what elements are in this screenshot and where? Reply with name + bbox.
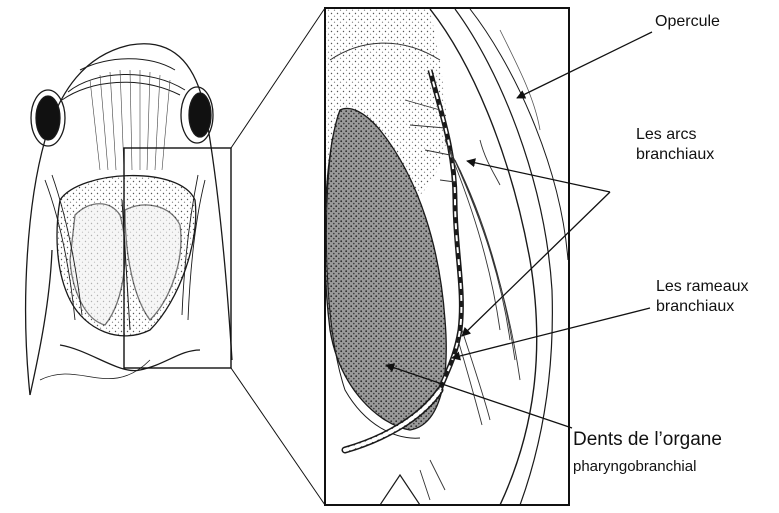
enlarged-detail bbox=[325, 8, 569, 505]
label-gill-arches-line2: branchiaux bbox=[636, 146, 714, 163]
label-gill-rays: Les rameaux branchiaux bbox=[656, 277, 749, 317]
label-gill-rays-line1: Les rameaux bbox=[656, 278, 749, 295]
label-gill-rays-line2: branchiaux bbox=[656, 298, 734, 315]
zoom-connector-top bbox=[231, 8, 325, 148]
label-gill-arches: Les arcs branchiaux bbox=[636, 125, 714, 165]
label-teeth-line2: pharyngobranchial bbox=[573, 458, 722, 477]
left-eye-icon bbox=[36, 96, 60, 140]
zoom-connector-bottom bbox=[231, 368, 325, 505]
fish-head-drawing bbox=[26, 44, 232, 395]
label-operculum: Opercule bbox=[655, 12, 720, 32]
label-pharyngobranchial-teeth: Dents de l’organe pharyngobranchial bbox=[573, 428, 722, 477]
label-gill-arches-line1: Les arcs bbox=[636, 126, 696, 143]
right-eye-icon bbox=[189, 93, 211, 137]
label-teeth-line1: Dents de l’organe bbox=[573, 429, 722, 450]
